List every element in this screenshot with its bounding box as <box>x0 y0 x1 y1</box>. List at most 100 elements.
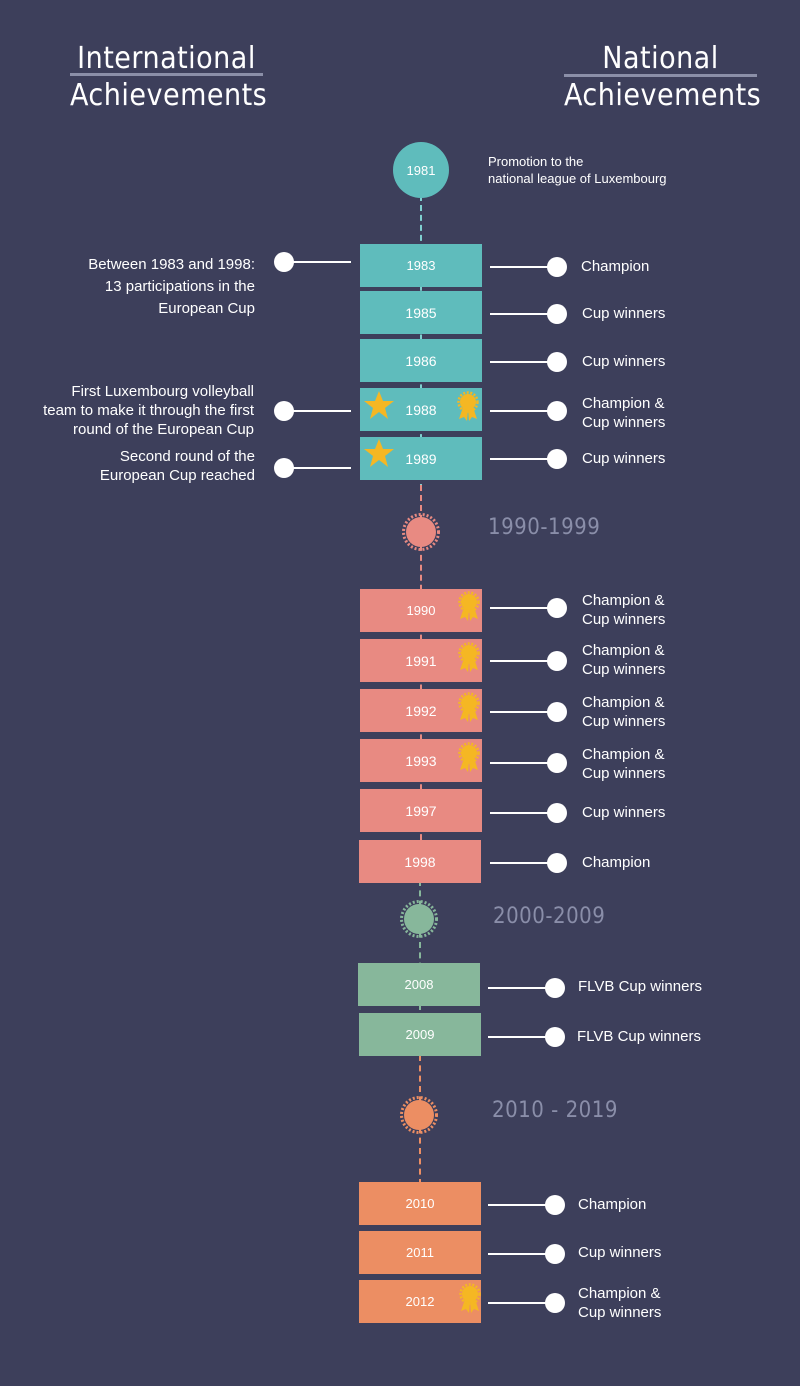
connector-dot <box>547 304 567 324</box>
year-label: 2012 <box>405 1294 435 1309</box>
start-year: 1981 <box>406 162 436 178</box>
connector-line <box>488 1253 556 1255</box>
connector-dot <box>547 598 567 618</box>
connector-dot <box>545 978 565 998</box>
medal-icon <box>458 742 480 772</box>
connector-line <box>488 1204 556 1206</box>
year-box-2008: 2008 <box>358 963 480 1006</box>
year-label: 1991 <box>405 652 437 669</box>
year-box-1985: 1985 <box>360 291 482 334</box>
national-label-1993: Champion & Cup winners <box>582 746 666 782</box>
national-label-1985: Cup winners <box>582 305 666 322</box>
connector-dot <box>547 257 567 277</box>
year-box-2011: 2011 <box>359 1231 481 1274</box>
right-heading-rule <box>564 74 757 77</box>
connector-dot <box>547 449 567 469</box>
year-label: 1988 <box>405 401 437 418</box>
connector-line <box>490 266 558 268</box>
national-label-2009: FLVB Cup winners <box>577 1028 701 1045</box>
connector-dot <box>547 753 567 773</box>
connector-line <box>490 607 558 609</box>
medal-icon <box>458 591 480 621</box>
connector-line <box>490 410 558 412</box>
national-label-1988: Champion & Cup winners <box>582 395 666 431</box>
year-box-2012: 2012 <box>359 1280 481 1323</box>
right-heading-line2: Achievements <box>564 78 762 113</box>
national-label-1989: Cup winners <box>582 450 666 467</box>
spine-sage <box>419 880 421 1010</box>
right-heading: National Achievements <box>564 40 762 114</box>
decade-burst-2000 <box>400 900 438 938</box>
connector-dot <box>545 1027 565 1047</box>
left-heading-rule <box>70 73 263 76</box>
national-label-1983: Champion <box>581 258 650 275</box>
year-label: 1983 <box>406 258 436 273</box>
connector-dot <box>545 1244 565 1264</box>
medal-icon <box>457 391 479 421</box>
connector-line <box>488 1302 556 1304</box>
left-heading: International Achievements <box>70 40 268 114</box>
national-label-2012: Champion & Cup winners <box>578 1285 662 1321</box>
connector-line <box>490 660 558 662</box>
year-label: 1993 <box>405 752 437 769</box>
decade-label-2000: 2000-2009 <box>493 904 606 929</box>
year-label: 1990 <box>406 603 436 618</box>
connector-line <box>284 467 351 469</box>
left-heading-line1: International <box>77 41 256 76</box>
connector-dot <box>547 702 567 722</box>
year-label: 1989 <box>405 450 437 467</box>
left-heading-line2: Achievements <box>70 78 268 113</box>
national-label-2011: Cup winners <box>578 1244 662 1261</box>
year-box-2009: 2009 <box>359 1013 481 1056</box>
year-label: 2008 <box>404 977 434 992</box>
connector-dot <box>545 1293 565 1313</box>
right-heading-line1: National <box>602 41 719 76</box>
national-label-1990: Champion & Cup winners <box>582 592 666 628</box>
international-label-1983: Between 1983 and 1998: 13 participations… <box>88 256 255 317</box>
connector-line <box>490 458 558 460</box>
year-box-1983: 1983 <box>360 244 482 287</box>
connector-line <box>284 410 351 412</box>
international-label-1988: First Luxembourg volleyball team to make… <box>43 383 254 438</box>
national-label-2010: Champion <box>578 1196 647 1213</box>
national-label-1991: Champion & Cup winners <box>582 642 666 678</box>
decade-burst-1990 <box>402 513 440 551</box>
year-box-1986: 1986 <box>360 339 482 382</box>
connector-dot <box>547 853 567 873</box>
start-year-circle: 1981 <box>393 142 449 198</box>
year-label: 2010 <box>405 1196 435 1211</box>
connector-dot <box>547 803 567 823</box>
connector-dot <box>547 651 567 671</box>
connector-line <box>490 361 558 363</box>
connector-line <box>490 762 558 764</box>
national-label-1998: Champion <box>582 854 651 871</box>
star-icon <box>364 391 394 419</box>
year-box-1997: 1997 <box>360 789 482 832</box>
international-label-1989: Second round of the European Cup reached <box>99 448 255 484</box>
connector-dot <box>547 401 567 421</box>
spine-salmon <box>420 485 422 880</box>
connector-line <box>488 987 556 989</box>
start-description: Promotion to the national league of Luxe… <box>488 154 667 186</box>
national-label-2008: FLVB Cup winners <box>578 978 702 995</box>
connector-line <box>490 812 558 814</box>
year-label: 1998 <box>404 853 436 870</box>
connector-line <box>490 711 558 713</box>
medal-icon <box>459 1283 481 1313</box>
national-label-1997: Cup winners <box>582 804 666 821</box>
decade-burst-2010 <box>400 1096 438 1134</box>
decade-label-2010: 2010 - 2019 <box>492 1098 618 1123</box>
connector-dot <box>545 1195 565 1215</box>
star-icon <box>364 439 394 467</box>
connector-line <box>488 1036 556 1038</box>
connector-dot <box>547 352 567 372</box>
year-box-1998: 1998 <box>359 840 481 883</box>
year-box-2010: 2010 <box>359 1182 481 1225</box>
medal-icon <box>458 642 480 672</box>
year-label: 2011 <box>406 1245 434 1260</box>
year-label: 1992 <box>405 702 437 719</box>
national-label-1986: Cup winners <box>582 353 666 370</box>
connector-line <box>490 313 558 315</box>
year-label: 1997 <box>405 802 437 819</box>
medal-icon <box>458 692 480 722</box>
